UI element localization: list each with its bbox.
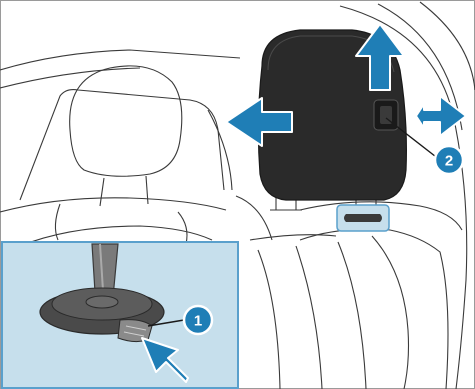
callout-1: 1 <box>184 306 212 334</box>
release-button-thumb <box>344 214 382 222</box>
callout-2-label: 2 <box>445 153 453 170</box>
callout-2: 2 <box>435 146 463 174</box>
callout-1-label: 1 <box>194 313 202 330</box>
